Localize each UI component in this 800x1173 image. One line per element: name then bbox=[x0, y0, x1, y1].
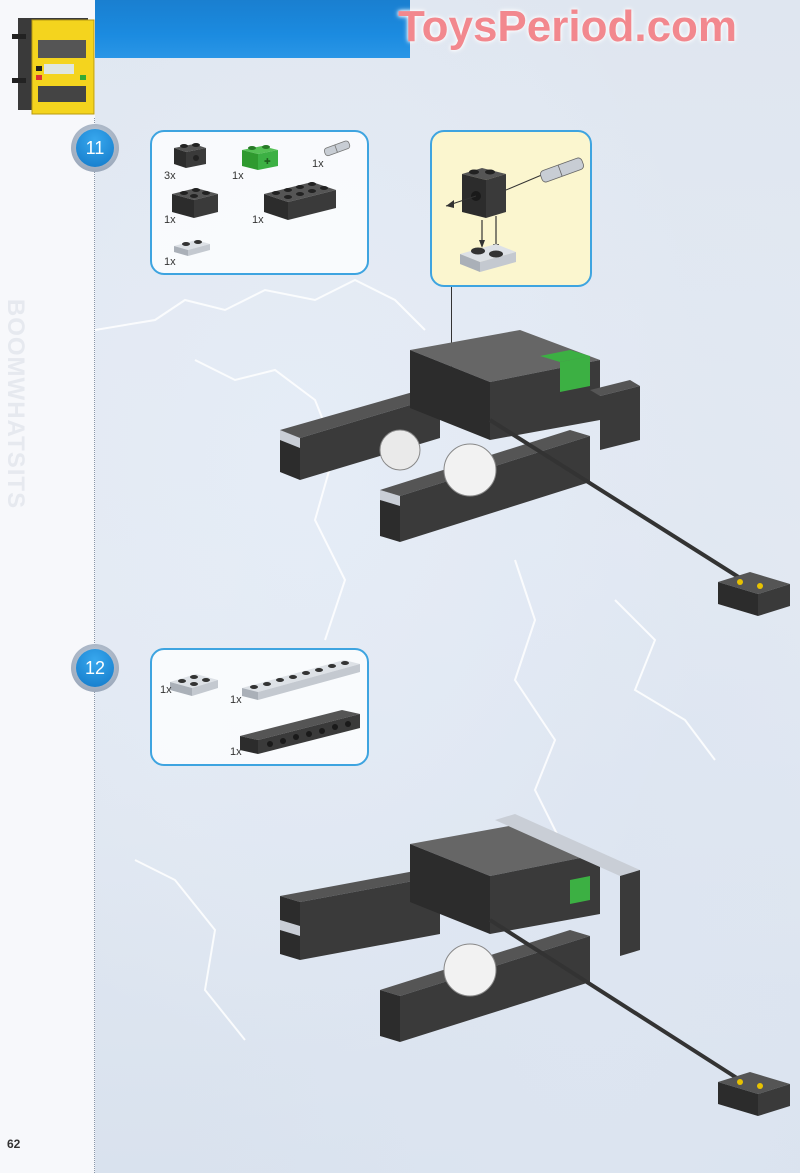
part-technic-brick-1x8-dark bbox=[240, 710, 360, 754]
part-qty: 1x bbox=[312, 158, 324, 170]
part-qty: 1x bbox=[164, 256, 176, 268]
header-band bbox=[95, 0, 410, 58]
rcx-brick-icon bbox=[12, 18, 95, 115]
step-11-badge: 11 bbox=[71, 124, 119, 172]
step-number: 11 bbox=[76, 129, 114, 167]
part-plate-1x8-light-gray bbox=[242, 660, 360, 700]
part-qty: 1x bbox=[232, 170, 244, 182]
step-11-parts-list: 3x ✚ 1x 1x 1x 1x 1x bbox=[150, 130, 369, 275]
watermark: ToysPeriod.com bbox=[398, 2, 738, 51]
sidebar: BOOMWHATSITS 62 bbox=[0, 0, 95, 1173]
part-qty: 1x bbox=[230, 694, 242, 706]
part-plate-1x2-light-gray bbox=[174, 240, 210, 256]
step-11-model-assembly bbox=[280, 330, 790, 616]
part-brick-2x2-dark bbox=[172, 188, 218, 218]
page-number: 62 bbox=[7, 1137, 21, 1151]
part-technic-pin-light-gray bbox=[323, 140, 351, 157]
step-12-badge: 12 bbox=[71, 644, 119, 692]
step-12-model-assembly bbox=[280, 814, 790, 1116]
part-technic-brick-1x2-green: ✚ bbox=[242, 145, 278, 170]
part-qty: 1x bbox=[252, 214, 264, 226]
part-qty: 3x bbox=[164, 170, 176, 182]
svg-text:✚: ✚ bbox=[264, 157, 271, 166]
part-plate-2x2-light-gray bbox=[170, 674, 218, 696]
part-brick-2x4-dark bbox=[264, 182, 336, 220]
step-11-subassembly-callout bbox=[430, 130, 592, 287]
part-qty: 1x bbox=[164, 214, 176, 226]
part-qty: 1x bbox=[230, 746, 242, 758]
sidebar-title: BOOMWHATSITS bbox=[2, 298, 29, 510]
part-qty: 1x bbox=[160, 684, 172, 696]
part-technic-brick-1x2-dark bbox=[174, 143, 206, 168]
step-number: 12 bbox=[76, 649, 114, 687]
step-12-parts-list: 1x 1x 1x bbox=[150, 648, 369, 766]
subassembly-diagram bbox=[445, 157, 584, 272]
